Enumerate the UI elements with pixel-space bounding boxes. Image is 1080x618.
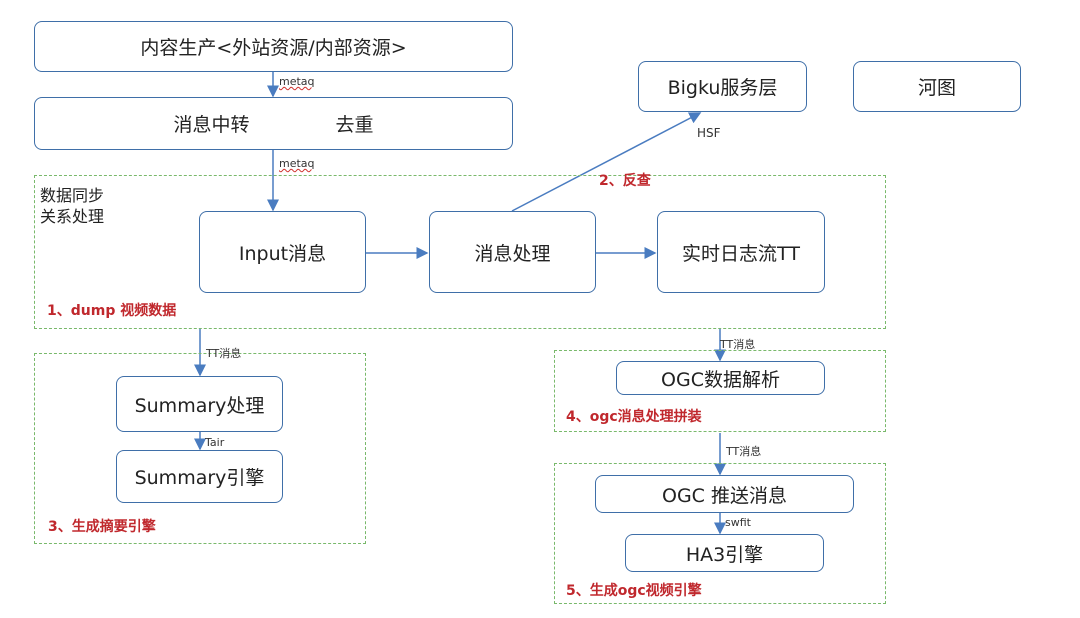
step-label-5: 5、生成ogc视频引擎 — [566, 583, 702, 599]
edge-label-swfit: swfit — [725, 516, 751, 529]
step-label-3: 3、生成摘要引擎 — [48, 519, 156, 535]
edge-label-tt-3: TT消息 — [726, 445, 762, 458]
node-label-dedup: 去重 — [335, 114, 374, 136]
node-content-production: 内容生产<外站资源/内部资源> — [34, 21, 513, 72]
edge-label-metaq-2: metaq — [279, 157, 315, 170]
step-label-4: 4、ogc消息处理拼装 — [566, 409, 702, 425]
node-label: Input消息 — [238, 242, 327, 265]
node-label: 河图 — [917, 77, 956, 99]
edge-label-tair: Tair — [205, 436, 225, 449]
edge-label-tt-1: TT消息 — [206, 347, 242, 360]
group-ogc-engine — [554, 463, 886, 604]
node-label: Bigku服务层 — [667, 77, 778, 99]
node-input-message: Input消息 — [199, 211, 366, 293]
group-title-sync: 数据同步 关系处理 — [40, 185, 104, 227]
node-ogc-parse: OGC数据解析 — [616, 361, 825, 395]
group-ogc-parse — [554, 350, 886, 432]
group-summary — [34, 353, 366, 544]
node-bigku-service: Bigku服务层 — [638, 61, 807, 112]
node-label: HA3引擎 — [685, 543, 764, 566]
node-summary-engine: Summary引擎 — [116, 450, 283, 503]
node-hetu: 河图 — [853, 61, 1021, 112]
step-label-2: 2、反查 — [599, 173, 651, 189]
node-summary-process: Summary处理 — [116, 376, 283, 432]
node-label: Summary引擎 — [134, 467, 265, 489]
node-label: OGC数据解析 — [661, 368, 780, 391]
node-label: 实时日志流TT — [682, 242, 800, 265]
group-title-line-2: 关系处理 — [40, 207, 105, 226]
node-ha3-engine: HA3引擎 — [625, 534, 824, 572]
node-message-relay: 消息中转 去重 — [34, 97, 513, 150]
node-label: OGC 推送消息 — [662, 484, 787, 507]
edge-label-hsf: HSF — [697, 126, 721, 140]
group-data-sync — [34, 175, 886, 329]
node-label-relay: 消息中转 — [173, 114, 250, 136]
group-title-line-1: 数据同步 — [40, 186, 105, 205]
node-message-process: 消息处理 — [429, 211, 596, 293]
node-label: Summary处理 — [134, 394, 265, 417]
node-realtime-log-tt: 实时日志流TT — [657, 211, 825, 293]
step-label-1: 1、dump 视频数据 — [47, 303, 177, 319]
node-ogc-push: OGC 推送消息 — [595, 475, 854, 513]
node-label: 内容生产<外站资源/内部资源> — [140, 37, 407, 59]
node-label: 消息处理 — [474, 242, 551, 265]
edge-label-tt-2: TT消息 — [720, 338, 756, 351]
edge-label-metaq-1: metaq — [279, 75, 315, 88]
arrow-process-to-bigku — [511, 112, 702, 212]
